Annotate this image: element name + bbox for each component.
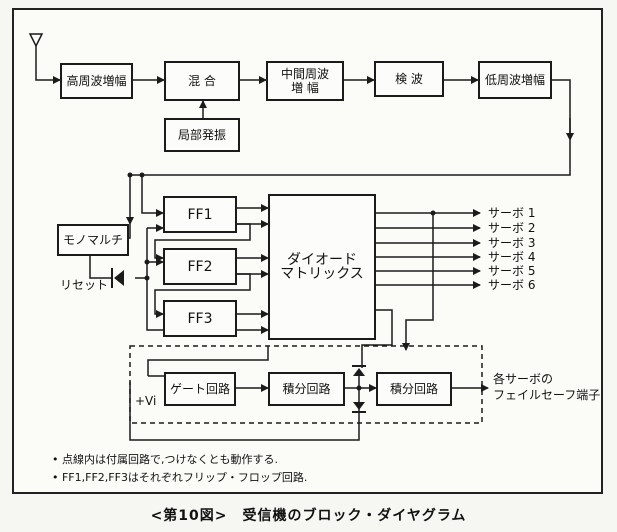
antenna-icon [28, 33, 61, 84]
servo-output-label: サーボ 4 [488, 250, 536, 264]
servo-output-label: サーボ 6 [488, 278, 536, 292]
ff1-block: FF1 [163, 196, 237, 233]
reset-label: リセット [60, 278, 109, 292]
ff2-block: FF2 [163, 248, 237, 285]
integrator-block-2: 積分回路 [376, 372, 452, 406]
servo-output-label: サーボ 5 [488, 264, 536, 278]
detector-block: 検 波 [374, 61, 444, 97]
diode-icon [111, 268, 366, 413]
servo-output-label: サーボ 2 [488, 221, 536, 235]
rf-amplifier-block: 高周波増幅 [60, 63, 133, 99]
figure-caption: <第10図> 受信機のブロック・ダイヤグラム [150, 508, 467, 524]
servo-output-label: サーボ 1 [488, 206, 536, 220]
mono-multi-block: モノマルチ [57, 224, 129, 256]
failsafe-label-line1: 各サーボの [493, 372, 554, 386]
failsafe-label-line2: フェイルセーフ端子 [493, 388, 601, 402]
diode-matrix-block: ダイオード マトリックス [268, 194, 376, 340]
if-amplifier-block: 中間周波 増 幅 [266, 61, 344, 101]
local-oscillator-block: 局部発振 [164, 118, 240, 152]
integrator-block-1: 積分回路 [268, 372, 345, 406]
footnote: • FF1,FF2,FF3はそれぞれフリップ・フロップ回路. [52, 471, 308, 484]
mixer-block: 混 合 [164, 61, 240, 101]
footnote: • 点線内は付属回路で,つけなくとも動作する. [52, 453, 278, 466]
vi-label: +Vi [135, 394, 157, 408]
servo-output-label: サーボ 3 [488, 236, 536, 250]
ff3-block: FF3 [163, 300, 237, 337]
gate-circuit-block: ゲート回路 [164, 372, 236, 406]
af-amplifier-block: 低周波増幅 [478, 61, 552, 99]
